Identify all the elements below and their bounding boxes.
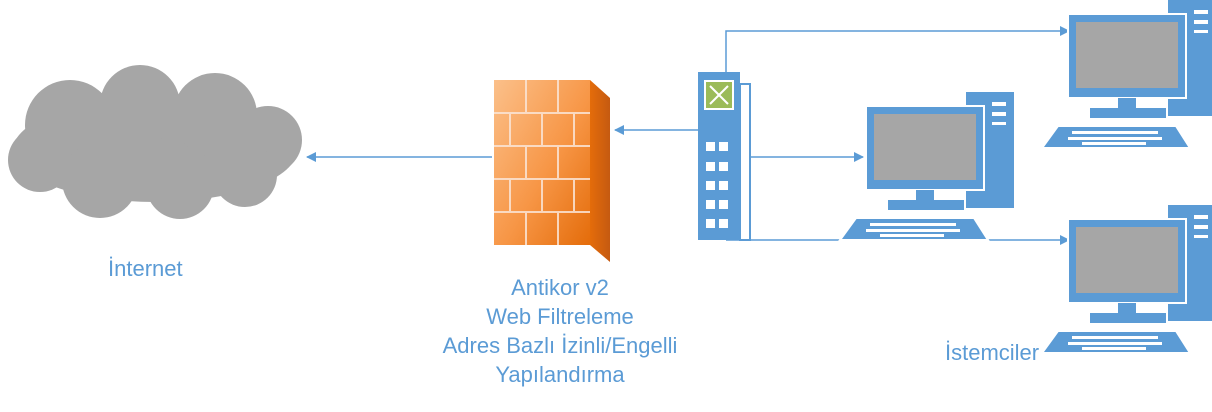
client-1-desktop-computer-icon bbox=[1041, 0, 1212, 149]
firewall-label: Antikor v2 Web Filtreleme Adres Bazlı İz… bbox=[410, 273, 710, 389]
clients-label: İstemciler bbox=[945, 340, 1040, 365]
firewall-label-line-3: Adres Bazlı İzinli/Engelli bbox=[442, 333, 678, 358]
cloud-icon bbox=[8, 65, 302, 219]
edge-switch-client-1 bbox=[725, 26, 1070, 72]
network-switch-icon bbox=[698, 72, 751, 241]
firewall-label-line-1: Antikor v2 bbox=[511, 275, 609, 300]
client-2-desktop-computer-icon bbox=[839, 91, 1015, 241]
firewall-label-line-2: Web Filtreleme bbox=[486, 304, 634, 329]
firewall-icon bbox=[494, 80, 610, 262]
firewall-label-line-4: Yapılandırma bbox=[495, 362, 625, 387]
client-3-desktop-computer-icon bbox=[1041, 204, 1212, 354]
internet-label: İnternet bbox=[108, 256, 183, 281]
